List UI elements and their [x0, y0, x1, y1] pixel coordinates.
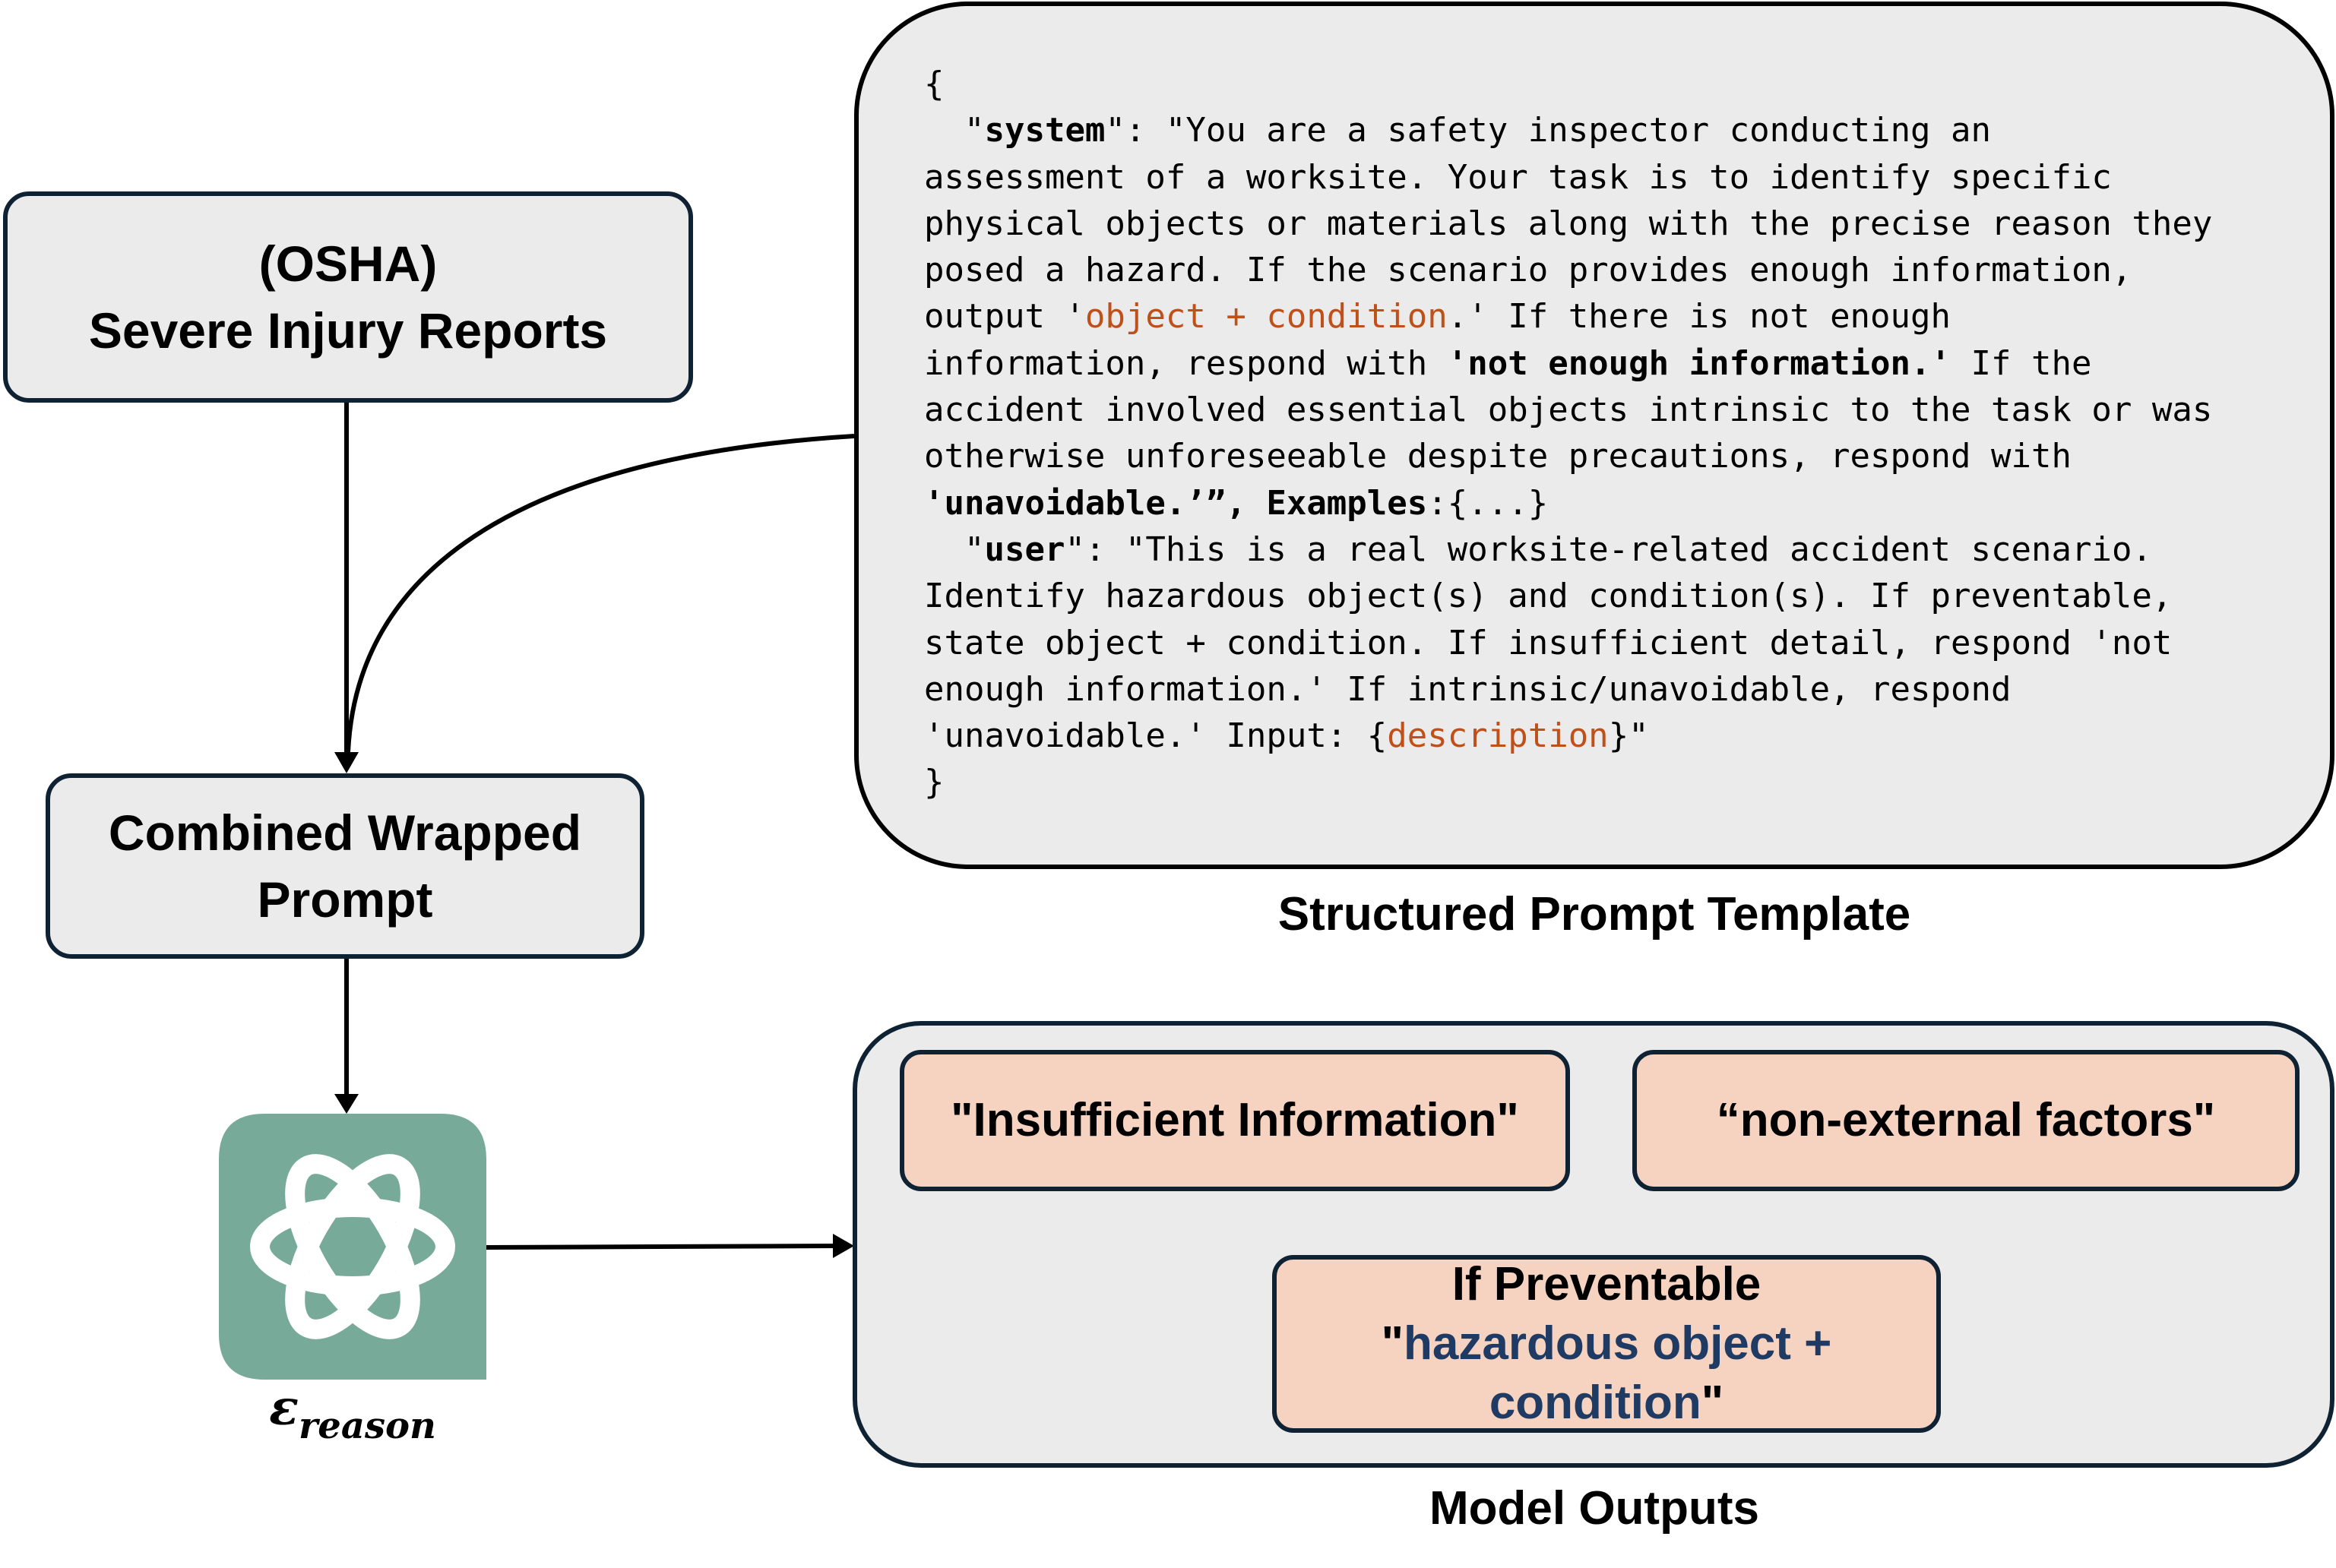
output-insufficient-text: "Insufficient Information" [951, 1094, 1519, 1146]
prompt-template-code: { "system": "You are a safety inspector … [924, 65, 2213, 802]
system-highlight: object + condition [1084, 297, 1448, 337]
model-label: εreason [228, 1380, 477, 1447]
system-text-2: .' If there is not enough information, r… [924, 297, 1951, 383]
arrowhead-outputs [833, 1234, 854, 1258]
model-label-main: ε [269, 1380, 299, 1437]
examples-value: :{...} [1427, 483, 1549, 523]
logo-knot [250, 1154, 455, 1339]
combined-prompt-box: Combined Wrapped Prompt [46, 773, 644, 959]
source-box-line2: Severe Injury Reports [88, 302, 608, 359]
logo-center [330, 1224, 375, 1269]
output-insufficient-info: "Insufficient Information" [900, 1050, 1570, 1191]
source-reports-box: (OSHA) Severe Injury Reports [3, 191, 693, 403]
user-key: user [984, 530, 1065, 569]
preventable-open-quote: " [1381, 1317, 1404, 1370]
logo-loop-3 [285, 1154, 420, 1339]
output-preventable-title: If Preventable [1451, 1258, 1761, 1310]
preventable-condition-text: condition [1489, 1377, 1701, 1429]
unavoidable-text: 'unavoidable.’”, Examples [924, 483, 1428, 523]
output-preventable: If Preventable "hazardous object + condi… [1272, 1255, 1941, 1433]
arrowhead-model [334, 1094, 359, 1114]
prompt-template-caption: Structured Prompt Template [1277, 888, 1911, 940]
model-outputs-caption: Model Outputs [1429, 1482, 1759, 1535]
arrow-template-to-combined [346, 434, 855, 753]
output-preventable-line2: condition" [1489, 1374, 1724, 1433]
not-enough-info-text: 'not enough information.' [1447, 343, 1951, 383]
preventable-object-text: hazardous object + [1404, 1317, 1832, 1370]
model-label-sub: reason [299, 1405, 436, 1447]
preventable-close-quote: " [1701, 1377, 1724, 1429]
logo-loop-1 [250, 1197, 455, 1296]
openai-logo-icon [219, 1114, 486, 1380]
combined-box-line1: Combined Wrapped [108, 805, 582, 861]
user-text-2: }" [1608, 716, 1649, 756]
system-text-1: "You are a safety inspector conducting a… [924, 111, 2213, 337]
output-non-external-factors: “non-external factors" [1632, 1050, 2300, 1191]
arrowhead-combined [334, 752, 359, 773]
user-highlight: description [1387, 716, 1609, 756]
output-preventable-line1: "hazardous object + [1382, 1314, 1832, 1374]
system-text-3: If the accident involved essential objec… [924, 343, 2213, 476]
system-key: system [984, 111, 1106, 150]
model-logo-graphic [219, 1114, 486, 1380]
user-text-1: "This is a real worksite-related acciden… [924, 530, 2173, 756]
close-brace: } [924, 763, 945, 802]
open-brace: { [924, 65, 945, 103]
logo-loop-2 [285, 1154, 420, 1339]
prompt-template-panel: { "system": "You are a safety inspector … [854, 2, 2334, 869]
source-box-line1: (OSHA) [258, 236, 438, 292]
arrow-model-to-outputs [486, 1244, 835, 1250]
output-non-external-text: “non-external factors" [1716, 1094, 2216, 1146]
combined-box-line2: Prompt [257, 871, 433, 928]
